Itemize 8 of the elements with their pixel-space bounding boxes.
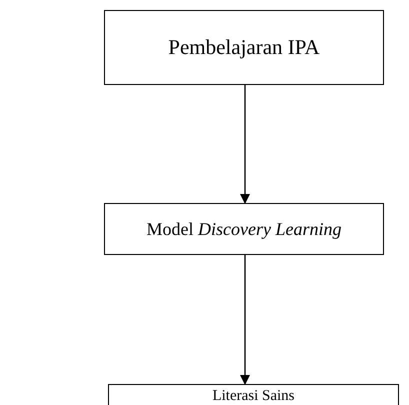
arrow — [240, 85, 250, 204]
box-label: Pembelajaran IPA — [168, 35, 320, 60]
arrow — [240, 255, 250, 385]
box-label: Model Discovery Learning — [146, 218, 342, 240]
process-box — [104, 10, 384, 85]
box-label: Literasi Sains — [212, 388, 295, 404]
process-box — [108, 384, 399, 405]
process-box — [104, 203, 384, 255]
